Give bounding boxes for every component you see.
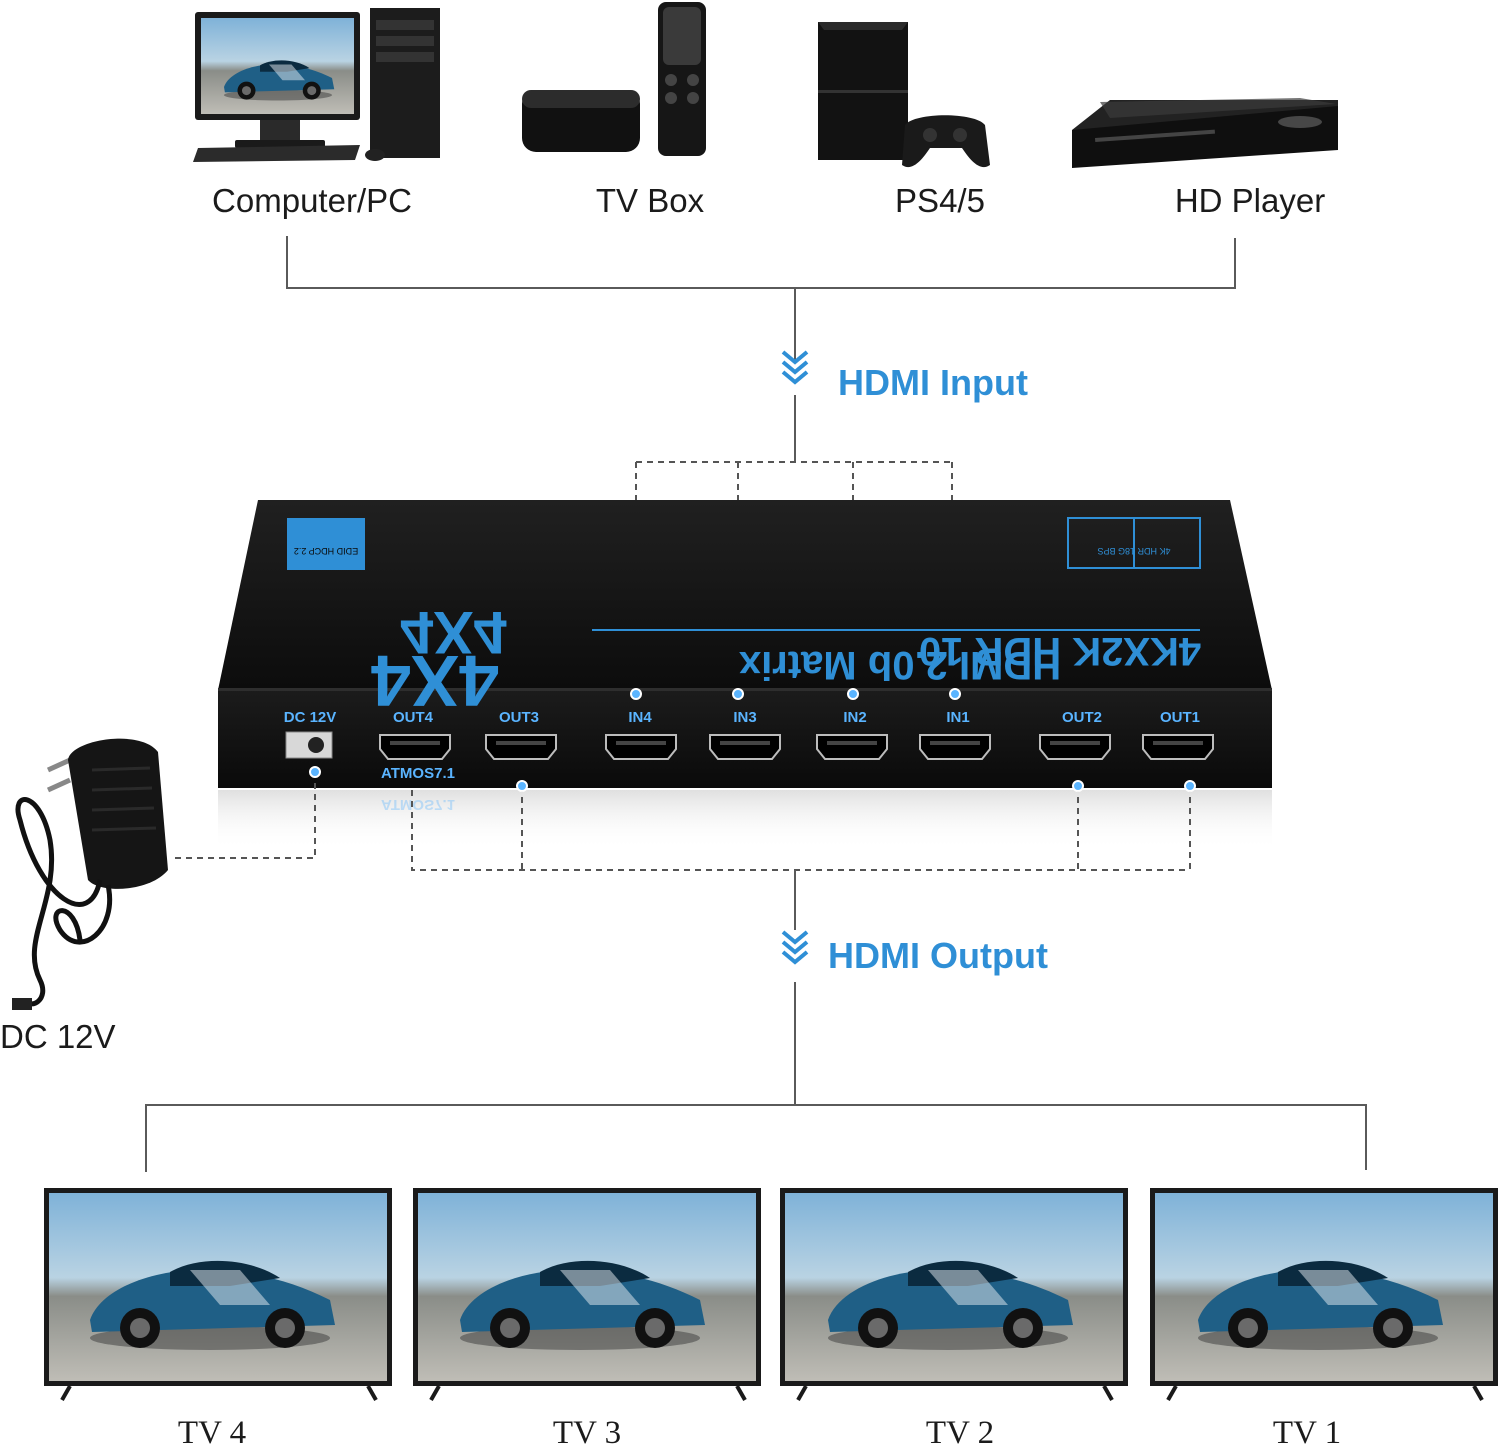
source-label: TV Box (596, 182, 705, 219)
hdmi-port-out2 (1039, 734, 1111, 760)
power-label: DC 12V (0, 1018, 116, 1055)
hdmi-port-out3 (485, 734, 557, 760)
tv-screen-2 (780, 1188, 1128, 1401)
mirrored-product-title: HDMI 2.0b Matrix (739, 643, 1061, 687)
edid-hdcp-badge (287, 518, 365, 570)
hdmi-matrix-device: 4X4 4KX2K HDR 10 HDMI 2.0b Matrix 4X4 ED… (218, 500, 1272, 788)
dc-dot (309, 766, 321, 778)
in4-dot (630, 688, 642, 700)
mirrored-top-print: 4X4 (400, 599, 507, 666)
tv-screen-1 (1150, 1188, 1498, 1401)
tv-label: TV 1 (1273, 1415, 1341, 1448)
badge-left-text: EDID HDCP 2.2 (294, 546, 358, 556)
device-reflection (218, 790, 1272, 850)
input-bracket-line (286, 236, 1236, 360)
port-label-out2: OUT2 (1062, 709, 1102, 726)
hdmi-output-label: HDMI Output (828, 935, 1048, 976)
in1-dot (949, 688, 961, 700)
blu-ray-player-icon (1072, 98, 1338, 168)
port-label-in2: IN2 (843, 709, 866, 726)
port-label-in3: IN3 (733, 709, 756, 726)
output-dashed-routes (172, 772, 1191, 871)
source-label: PS4/5 (895, 182, 985, 219)
tv-screen-3 (413, 1188, 761, 1401)
source-label: HD Player (1175, 182, 1325, 219)
computer-icon (193, 8, 440, 162)
mirrored-model-size: 4X4 (400, 599, 507, 666)
power-adapter-icon (12, 738, 168, 1010)
tv-box-icon (522, 2, 706, 156)
out2-dot (1072, 780, 1084, 792)
hdmi-input-label: HDMI Input (838, 362, 1028, 403)
hdmi-port-in3 (709, 734, 781, 760)
port-label-in1: IN1 (946, 709, 969, 726)
hdmi-port-in4 (605, 734, 677, 760)
mirrored-4x4: 4X4 (371, 640, 499, 720)
output-bracket-line (145, 982, 1367, 1172)
port-label-out3: OUT3 (499, 709, 539, 726)
port-label-out4: OUT4 (393, 709, 434, 726)
port-label-in4: IN4 (628, 709, 652, 726)
port-label-out1: OUT1 (1160, 709, 1200, 726)
audio-label-reflection: ATMOS7.1 (381, 796, 455, 813)
badge-right-text: 4K HDR 18G BPS (1097, 546, 1170, 556)
out3-dot (516, 780, 528, 792)
chevron-down-icon (781, 350, 809, 385)
port-label-dc: DC 12V (284, 709, 337, 726)
tv-label: TV 2 (926, 1415, 994, 1448)
audio-label: ATMOS7.1 (381, 765, 455, 782)
game-console-icon (818, 22, 990, 168)
tv-label: TV 4 (178, 1415, 246, 1448)
hdmi-port-out1 (1142, 734, 1214, 760)
in3-dot (732, 688, 744, 700)
out1-dot (1184, 780, 1196, 792)
in2-dot (847, 688, 859, 700)
tv-screen-4 (44, 1188, 392, 1401)
hdmi-port-in2 (816, 734, 888, 760)
chevron-down-icon (781, 930, 809, 965)
mirrored-spec-line: 4KX2K HDR 10 (919, 629, 1201, 673)
source-label: Computer/PC (212, 182, 412, 219)
tv-label: TV 3 (553, 1415, 621, 1448)
hdmi-port-out4 (379, 734, 451, 760)
hdmi-port-in1 (919, 734, 991, 760)
